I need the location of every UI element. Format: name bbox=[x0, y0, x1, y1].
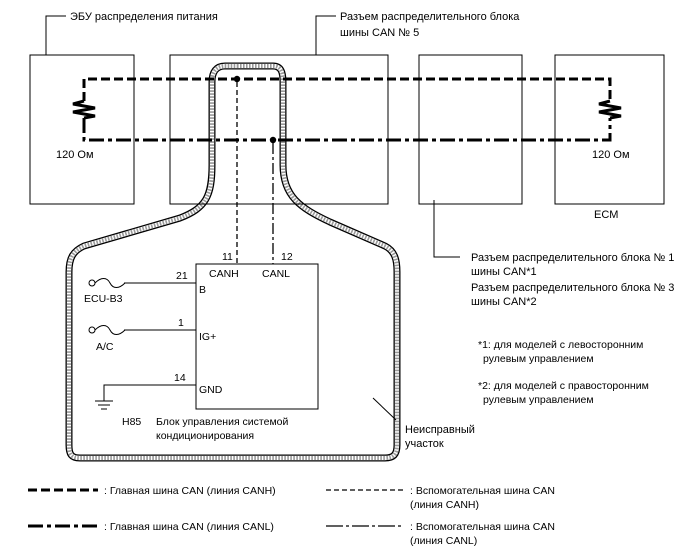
main-bus-canh bbox=[82, 77, 612, 101]
legend-sub-canh-line2: (линия CANH) bbox=[410, 499, 479, 511]
legend-main-canh-label: : Главная шина CAN (линия CANH) bbox=[104, 485, 276, 497]
callout-leader-junction-5 bbox=[315, 15, 336, 55]
ac-connector-code: H85 bbox=[122, 416, 141, 428]
fuse-ac-label: A/C bbox=[96, 341, 114, 353]
note-1-line2: рулевым управлением bbox=[483, 353, 594, 365]
callout-junction-3-line2: шины CAN*2 bbox=[471, 296, 537, 308]
ac-unit-box bbox=[195, 263, 319, 410]
fault-area-label-line1: Неисправный bbox=[405, 424, 475, 436]
junction-dot-canl bbox=[269, 136, 277, 144]
fuse-ecu-b3-icon bbox=[88, 278, 126, 288]
main-bus-canl bbox=[82, 118, 612, 142]
pin-ig-label: IG+ bbox=[199, 331, 216, 343]
legend-sub-canl-line1: : Вспомогательная шина CAN bbox=[410, 521, 555, 533]
callout-junction-3-line1: Разъем распределительного блока № 3 bbox=[471, 282, 674, 294]
fuse-ecu-b3-label: ECU-B3 bbox=[84, 293, 123, 305]
pin-gnd-label: GND bbox=[199, 384, 223, 396]
fuse-ac-icon bbox=[88, 325, 126, 335]
callout-junction-1-line2: шины CAN*1 bbox=[471, 266, 537, 278]
callout-junction-1-line1: Разъем распределительного блока № 1 bbox=[471, 252, 674, 264]
resistor-left bbox=[72, 99, 96, 120]
junction-dot-canh bbox=[233, 75, 241, 83]
callout-leader-fault-area bbox=[372, 397, 397, 421]
callout-power-ecu: ЭБУ распределения питания bbox=[70, 11, 218, 23]
pin-canl-label: CANL bbox=[262, 268, 290, 280]
note-1-line1: *1: для моделей с левосторонним bbox=[478, 339, 643, 351]
junction-5-box bbox=[169, 54, 389, 205]
resistor-right bbox=[598, 99, 622, 120]
pin-canh-label: CANH bbox=[209, 268, 239, 280]
legend-main-canl-label: : Главная шина CAN (линия CANL) bbox=[104, 521, 274, 533]
pin-gnd-number: 14 bbox=[174, 372, 186, 384]
callout-leader-power-ecu bbox=[45, 15, 66, 55]
power-ecu-box bbox=[29, 54, 135, 205]
legend-sub-canh-line1: : Вспомогательная шина CAN bbox=[410, 485, 555, 497]
ac-unit-name-line2: кондиционирования bbox=[156, 430, 254, 442]
ground-icon bbox=[95, 400, 113, 410]
pin-b-number: 21 bbox=[176, 270, 188, 282]
pin-canl-number: 12 bbox=[281, 251, 293, 263]
note-2-line1: *2: для моделей с правосторонним bbox=[478, 380, 649, 392]
ac-unit-name-line1: Блок управления системой bbox=[156, 416, 289, 428]
ecm-box bbox=[554, 54, 665, 205]
callout-leader-junction-1 bbox=[433, 200, 460, 258]
resistor-right-label: 120 Ом bbox=[592, 149, 630, 161]
note-2-line2: рулевым управлением bbox=[483, 394, 594, 406]
pin-canh-number: 11 bbox=[222, 251, 233, 263]
callout-junction-5-line1: Разъем распределительного блока bbox=[340, 11, 520, 23]
pin-b-label: B bbox=[199, 284, 206, 296]
callout-junction-5-line2: шины CAN № 5 bbox=[340, 27, 419, 39]
resistor-left-label: 120 Ом bbox=[56, 149, 94, 161]
legend-sub-canl-line2: (линия CANL) bbox=[410, 535, 477, 547]
ecm-label: ECM bbox=[594, 209, 618, 221]
junction-1-box bbox=[418, 54, 523, 205]
pin-ig-number: 1 bbox=[178, 317, 184, 329]
fault-area-outline bbox=[65, 62, 401, 462]
fault-area-label-line2: участок bbox=[405, 438, 444, 450]
wire-gnd bbox=[103, 384, 196, 401]
